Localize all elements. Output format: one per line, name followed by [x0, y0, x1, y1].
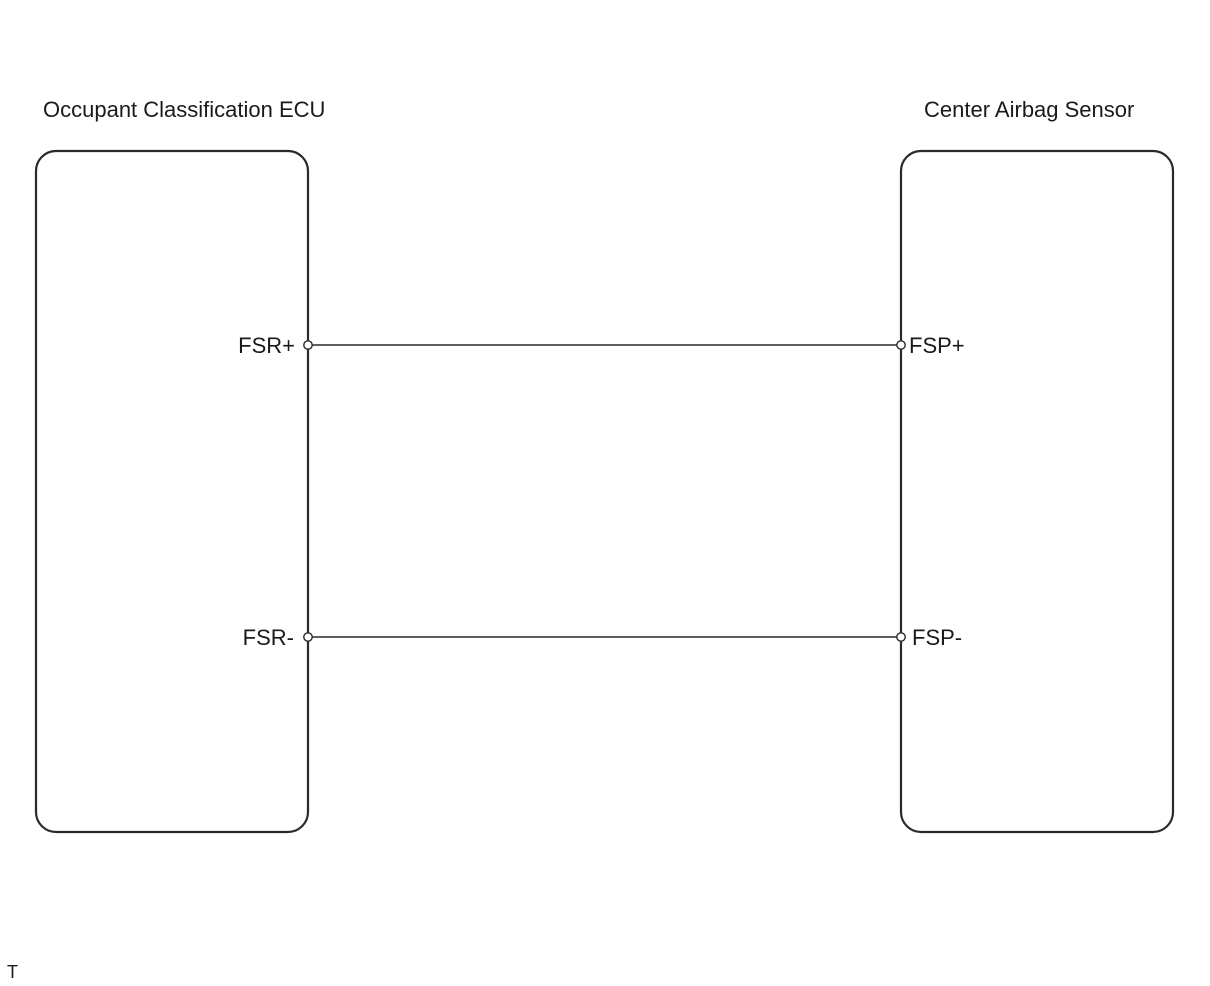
left-component-title: Occupant Classification ECU	[43, 97, 325, 122]
terminal-fsr-minus	[303, 632, 313, 642]
terminal-fsp-plus	[896, 340, 906, 350]
right-component-title: Center Airbag Sensor	[924, 97, 1134, 122]
occupant-classification-ecu-box	[34, 149, 310, 834]
center-airbag-sensor-box	[899, 149, 1175, 834]
pin-label-fsr-plus: FSR+	[238, 333, 295, 358]
terminal-fsr-plus	[303, 340, 313, 350]
pin-label-fsp-plus: FSP+	[909, 333, 965, 358]
pin-label-fsr-minus: FSR-	[243, 625, 294, 650]
terminal-fsp-minus	[896, 632, 906, 642]
pin-label-fsp-minus: FSP-	[912, 625, 962, 650]
corner-mark: T	[7, 962, 18, 982]
